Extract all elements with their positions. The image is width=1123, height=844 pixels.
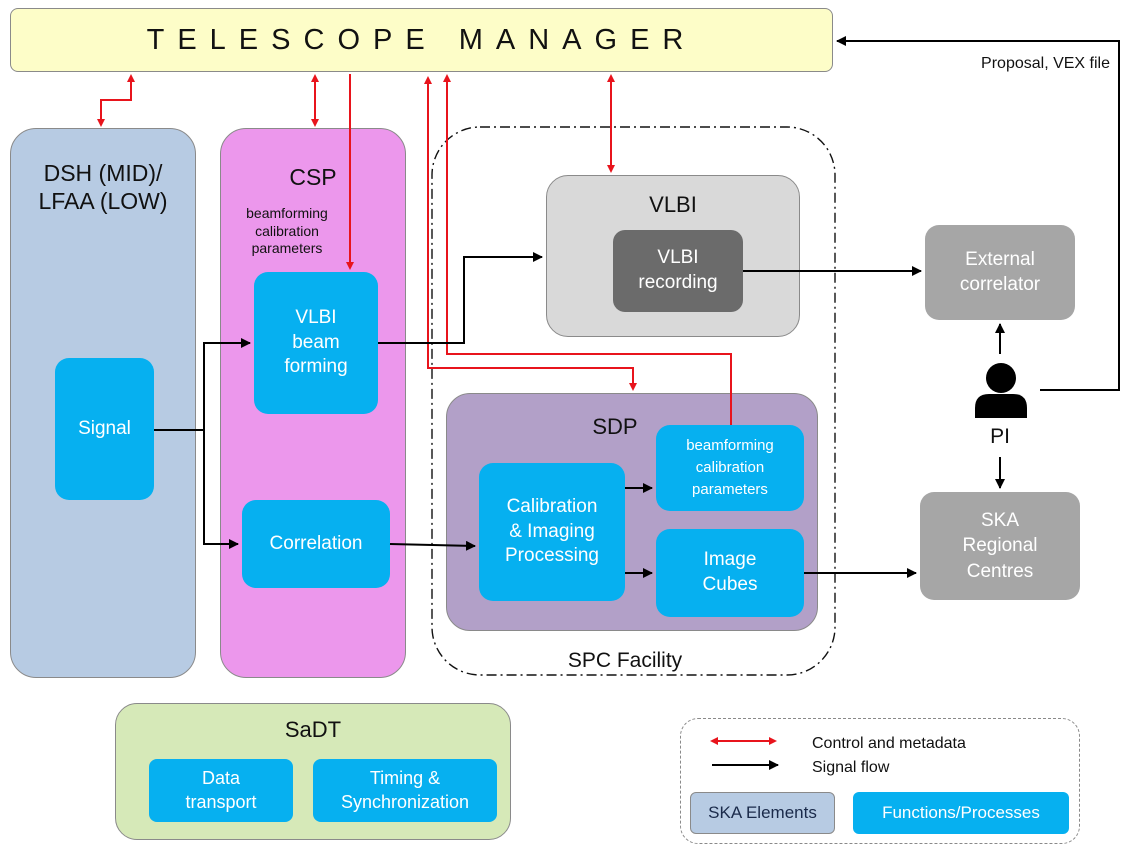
control-arrow-tm-sdp [424, 76, 637, 391]
vlbi-bf-to-vlbi [378, 252, 543, 344]
timing-sync-box: Timing & Synchronization [313, 759, 497, 822]
dsh-label: DSH (MID)/ LFAA (LOW) [38, 160, 168, 214]
correlation-to-calibration [389, 540, 476, 551]
control-arrow-tm-dsh [97, 74, 135, 127]
pi-to-tm [836, 36, 1120, 391]
telescope-manager: TELESCOPE MANAGER [10, 8, 833, 72]
calibration-imaging-box: Calibration & Imaging Processing [479, 463, 625, 601]
spc-facility-label: SPC Facility [567, 649, 683, 672]
pi-label: PI [990, 425, 1010, 448]
vlbi-beamforming-box: VLBI beam forming [254, 272, 378, 414]
data-transport-box: Data transport [149, 759, 293, 822]
legend-ska-elements: SKA Elements [690, 792, 835, 834]
vlbi-title: VLBI [649, 192, 697, 217]
sdp-beamforming-params-box: beamforming calibration parameters [656, 425, 804, 511]
correlation-box: Correlation [242, 500, 390, 588]
image-cubes-box: Image Cubes [656, 529, 804, 617]
sdp-title: SDP [592, 414, 638, 439]
proposal-vex-label: Proposal, VEX file [981, 55, 1110, 72]
legend-control-label: Control and metadata [812, 735, 966, 752]
signal-box: Signal [55, 358, 154, 500]
legend-functions: Functions/Processes [853, 792, 1069, 834]
signal-to-correlation [203, 430, 239, 549]
external-correlator: External correlator [925, 225, 1075, 320]
csp-beamforming-params: beamforming calibration parameters [246, 205, 328, 256]
ska-regional-centres: SKA Regional Centres [920, 492, 1080, 600]
sadt-title: SaDT [284, 717, 342, 742]
csp-title: CSP [289, 164, 337, 190]
signal-to-vlbi-bf [203, 338, 251, 430]
person-icon [975, 363, 1027, 418]
spc-facility-border [431, 126, 836, 676]
legend-signal-label: Signal flow [812, 759, 890, 776]
control-arrow-sdp-tm [443, 74, 732, 425]
